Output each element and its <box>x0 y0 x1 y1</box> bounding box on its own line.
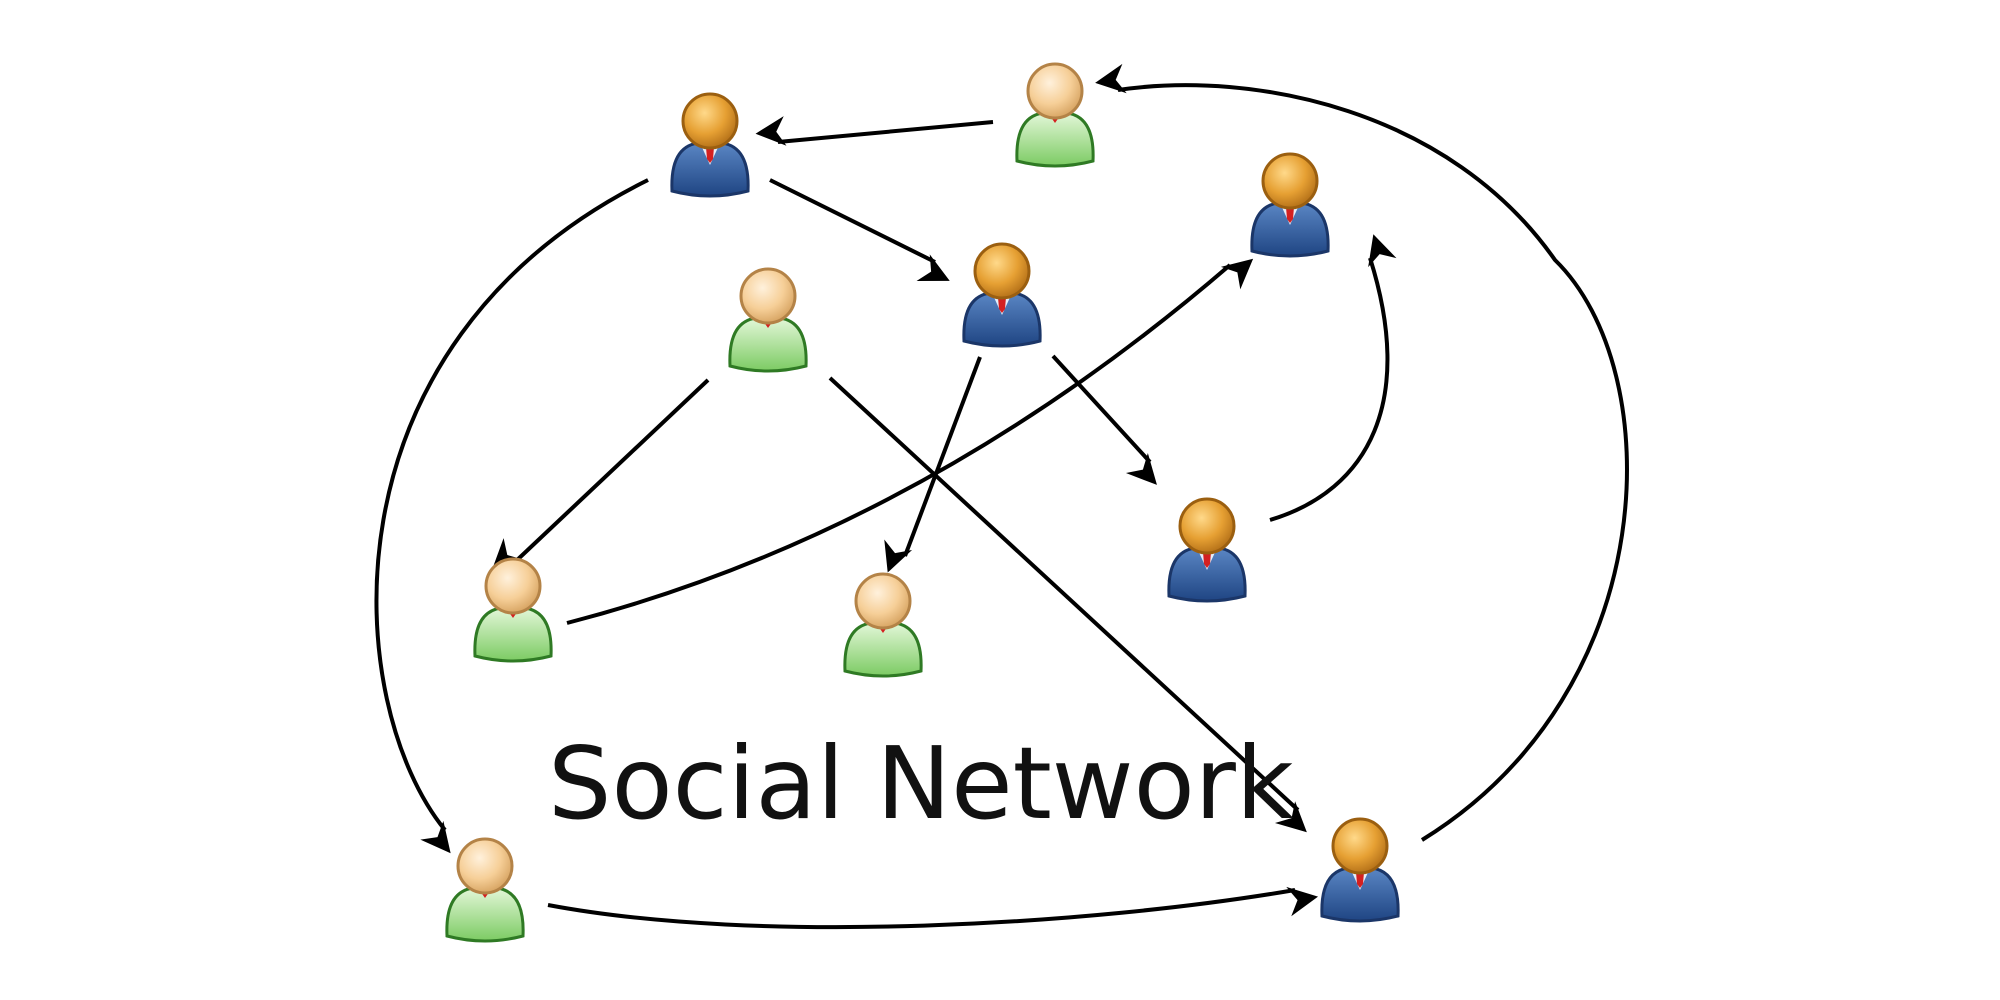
edge-p4-to-p6 <box>492 378 710 570</box>
node-p8 <box>843 572 923 678</box>
person-blue-icon <box>670 92 750 198</box>
edge-p9-to-p10 <box>547 886 1319 930</box>
node-p1 <box>670 92 750 198</box>
person-green-icon <box>445 837 525 943</box>
node-p4 <box>728 267 808 373</box>
connections <box>374 63 1629 930</box>
node-p9 <box>445 837 525 943</box>
person-blue-icon <box>962 242 1042 348</box>
edge-p2-to-p1 <box>755 116 994 146</box>
edge-p7-to-p3 <box>1269 234 1397 522</box>
node-p2 <box>1015 62 1095 168</box>
person-green-icon <box>728 267 808 373</box>
edge-p1-to-p5 <box>769 178 950 281</box>
node-p3 <box>1250 152 1330 258</box>
person-blue-icon <box>1320 817 1400 923</box>
node-p6 <box>473 557 553 663</box>
node-p10 <box>1320 817 1400 923</box>
person-green-icon <box>843 572 923 678</box>
person-blue-icon <box>1167 497 1247 603</box>
edge-p10-to-p2 <box>1095 63 1629 842</box>
edge-p4-to-p10 <box>828 376 1307 833</box>
edge-p5-to-p8 <box>884 356 982 573</box>
edge-p6-to-p3 <box>566 258 1254 625</box>
node-p5 <box>962 242 1042 348</box>
person-blue-icon <box>1250 152 1330 258</box>
person-green-icon <box>1015 62 1095 168</box>
diagram-title: Social Network <box>548 725 1294 842</box>
person-green-icon <box>473 557 553 663</box>
edge-p5-to-p7 <box>1051 354 1157 485</box>
edge-p1-to-p9 <box>374 178 649 854</box>
node-p7 <box>1167 497 1247 603</box>
